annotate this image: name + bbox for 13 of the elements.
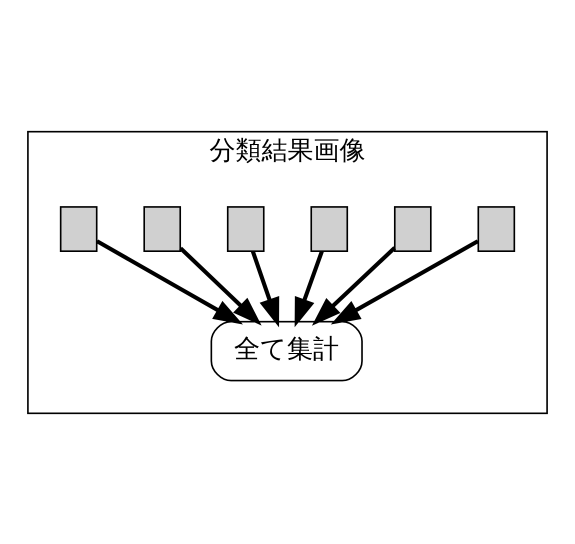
node-box: 全て集計: [210, 320, 363, 381]
node-box: [226, 206, 265, 252]
arrow: [96, 239, 243, 324]
arrow: [294, 250, 324, 327]
node-box: [394, 206, 432, 252]
arrow: [330, 238, 479, 324]
node-box: [477, 206, 516, 252]
arrow: [250, 250, 280, 327]
node-box: [310, 206, 348, 252]
node-box: [143, 206, 182, 252]
arrow: [179, 246, 262, 326]
node-box: [60, 206, 98, 252]
arrow: [312, 246, 396, 326]
